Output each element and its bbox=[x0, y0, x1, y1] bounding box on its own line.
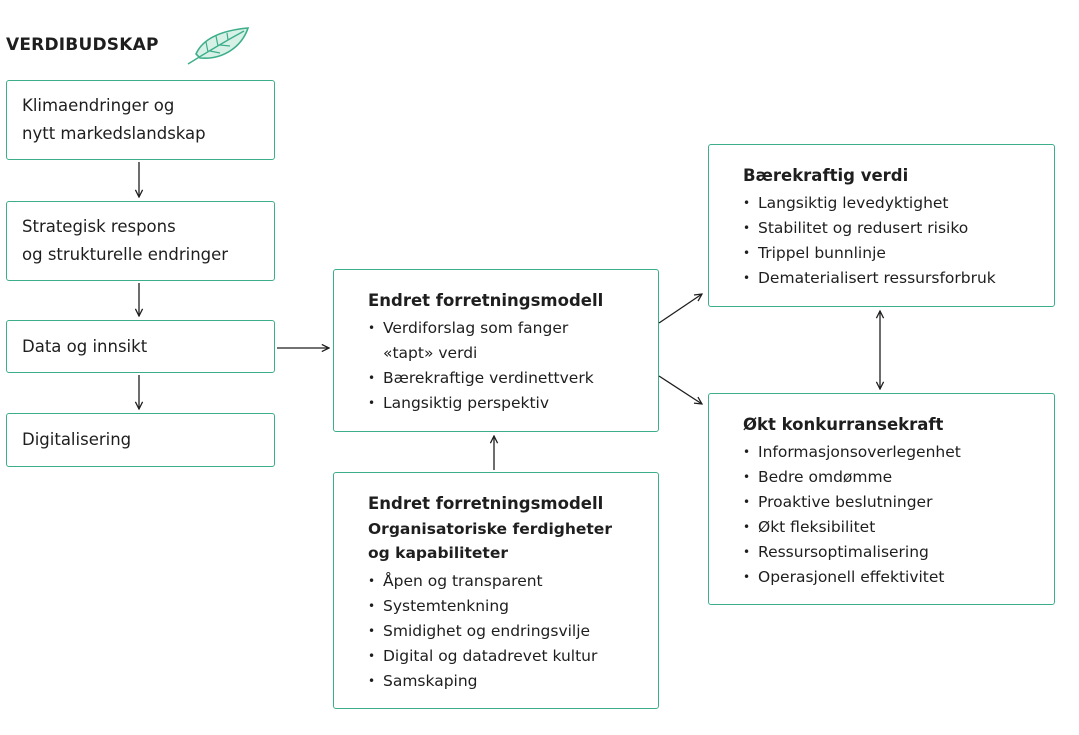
list-item: Stabilitet og redusert risiko bbox=[743, 216, 1054, 241]
center-bottom-subheading-2: og kapabiliteter bbox=[368, 544, 508, 562]
list-item: Åpen og transparent bbox=[368, 569, 658, 594]
center-top-list: Verdiforslag som fanger «tapt» verdi Bær… bbox=[368, 316, 658, 416]
box-klimaendringer: Klimaendringer og nytt markedslandskap bbox=[6, 80, 275, 160]
list-item: Systemtenkning bbox=[368, 594, 658, 619]
box-klimaendringer-line1: Klimaendringer og bbox=[22, 96, 175, 115]
right-bottom-list: Informasjonsoverlegenhet Bedre omdømme P… bbox=[743, 440, 1054, 590]
list-item: Operasjonell effektivitet bbox=[743, 565, 1054, 590]
center-bottom-subheading-1: Organisatoriske ferdigheter bbox=[368, 520, 612, 538]
list-item: Trippel bunnlinje bbox=[743, 241, 1054, 266]
box-organisatoriske-ferdigheter: Endret forretningsmodell Organisatoriske… bbox=[333, 472, 659, 709]
leaf-icon bbox=[187, 27, 250, 65]
right-bottom-heading: Økt konkurransekraft bbox=[743, 415, 944, 434]
list-item: Informasjonsoverlegenhet bbox=[743, 440, 1054, 465]
center-bottom-list: Åpen og transparent Systemtenkning Smidi… bbox=[368, 569, 658, 694]
box-data-label: Data og innsikt bbox=[22, 336, 148, 356]
box-strategisk-respons: Strategisk respons og strukturelle endri… bbox=[6, 201, 275, 281]
box-digitalisering: Digitalisering bbox=[6, 413, 275, 467]
arrow-forretningsmodell-to-baerekraftig bbox=[658, 294, 702, 324]
box-klimaendringer-line2: nytt markedslandskap bbox=[22, 124, 206, 143]
box-baerekraftig-verdi: Bærekraftig verdi Langsiktig levedyktigh… bbox=[708, 144, 1055, 307]
list-item: Bedre omdømme bbox=[743, 465, 1054, 490]
box-okt-konkurransekraft: Økt konkurransekraft Informasjonsoverleg… bbox=[708, 393, 1055, 605]
page-title: VERDIBUDSKAP bbox=[6, 35, 159, 55]
right-top-list: Langsiktig levedyktighet Stabilitet og r… bbox=[743, 191, 1054, 291]
list-item: Bærekraftige verdinettverk bbox=[368, 366, 658, 391]
list-item: Samskaping bbox=[368, 669, 658, 694]
right-top-heading: Bærekraftig verdi bbox=[743, 166, 909, 185]
list-item: Digital og datadrevet kultur bbox=[368, 644, 658, 669]
list-item: Ressursoptimalisering bbox=[743, 540, 1054, 565]
box-digitalisering-label: Digitalisering bbox=[22, 430, 132, 449]
center-bottom-heading: Endret forretningsmodell bbox=[368, 494, 604, 513]
list-item: Langsiktig perspektiv bbox=[368, 391, 658, 416]
list-item: Dematerialisert ressursforbruk bbox=[743, 266, 1054, 291]
list-item: Økt fleksibilitet bbox=[743, 515, 1054, 540]
box-strategisk-line2: og strukturelle endringer bbox=[22, 245, 229, 264]
box-data-og-innsikt: Data og innsikt bbox=[6, 320, 275, 373]
box-endret-forretningsmodell: Endret forretningsmodell Verdiforslag so… bbox=[333, 269, 659, 432]
box-strategisk-line1: Strategisk respons bbox=[22, 217, 176, 236]
arrow-forretningsmodell-to-konkurransekraft bbox=[658, 375, 702, 404]
list-item: Verdiforslag som fanger «tapt» verdi bbox=[368, 316, 658, 366]
list-item: Proaktive beslutninger bbox=[743, 490, 1054, 515]
list-item: Langsiktig levedyktighet bbox=[743, 191, 1054, 216]
center-top-heading: Endret forretningsmodell bbox=[368, 291, 604, 310]
list-item: Smidighet og endringsvilje bbox=[368, 619, 658, 644]
